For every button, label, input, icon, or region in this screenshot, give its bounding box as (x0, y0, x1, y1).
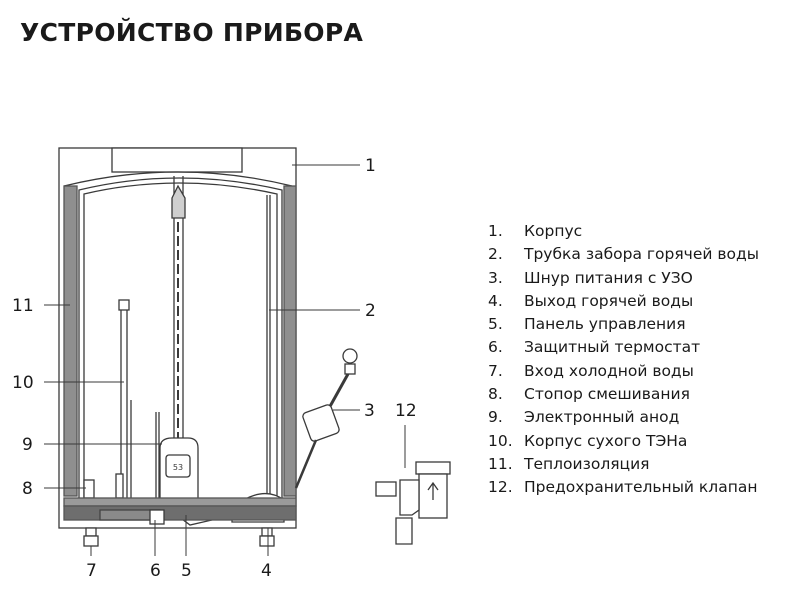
page-title: УСТРОЙСТВО ПРИБОРА (20, 18, 364, 47)
electronic-anode (155, 412, 160, 498)
callout-6: 6 (150, 561, 161, 581)
legend-item: 4.Выход горячей воды (488, 291, 694, 310)
safety-valve (375, 461, 451, 545)
legend-item: 2.Трубка забора горячей воды (488, 245, 759, 264)
callout-10: 10 (12, 373, 34, 393)
callout-12: 12 (395, 401, 417, 421)
callout-labels: 1 2 3 4 5 6 7 8 9 10 11 12 (12, 156, 417, 581)
callout-8: 8 (22, 479, 33, 499)
legend-item: 5.Панель управления (488, 315, 686, 334)
legend-item: 1.Корпус (488, 222, 583, 240)
power-cord-rcd (294, 348, 358, 489)
callout-5: 5 (181, 561, 192, 581)
leader-lines (44, 164, 406, 556)
callout-1: 1 (365, 156, 376, 176)
callout-11: 11 (12, 296, 34, 316)
callout-2: 2 (365, 301, 376, 321)
cold-water-inlet-fitting (83, 527, 99, 547)
legend-item: 6.Защитный термостат (488, 338, 701, 357)
inner-tank (78, 177, 283, 498)
legend-item: 3.Шнур питания с УЗО (488, 268, 693, 287)
hot-water-outlet-fitting (259, 527, 275, 547)
callout-9: 9 (22, 435, 33, 455)
panel-display: 53 (173, 463, 183, 472)
protective-thermostat (149, 509, 165, 525)
legend-item: 7.Вход холодной воды (488, 361, 694, 380)
thermal-insulation (63, 185, 297, 497)
hot-water-tube (171, 176, 271, 498)
legend-item: 10.Корпус сухого ТЭНа (488, 431, 688, 450)
callout-4: 4 (261, 561, 272, 581)
legend-item: 12.Предохранительный клапан (488, 478, 758, 497)
legend-item: 8.Стопор смешивания (488, 385, 690, 404)
heating-element-housing (118, 299, 132, 498)
legend-item: 9.Электронный анод (488, 408, 680, 427)
callout-7: 7 (86, 561, 97, 581)
legend-list: 1.Корпус 2.Трубка забора горячей воды 3.… (488, 220, 759, 500)
base-plate (63, 497, 297, 521)
legend-item: 11.Теплоизоляция (488, 454, 650, 473)
callout-3: 3 (364, 401, 375, 421)
